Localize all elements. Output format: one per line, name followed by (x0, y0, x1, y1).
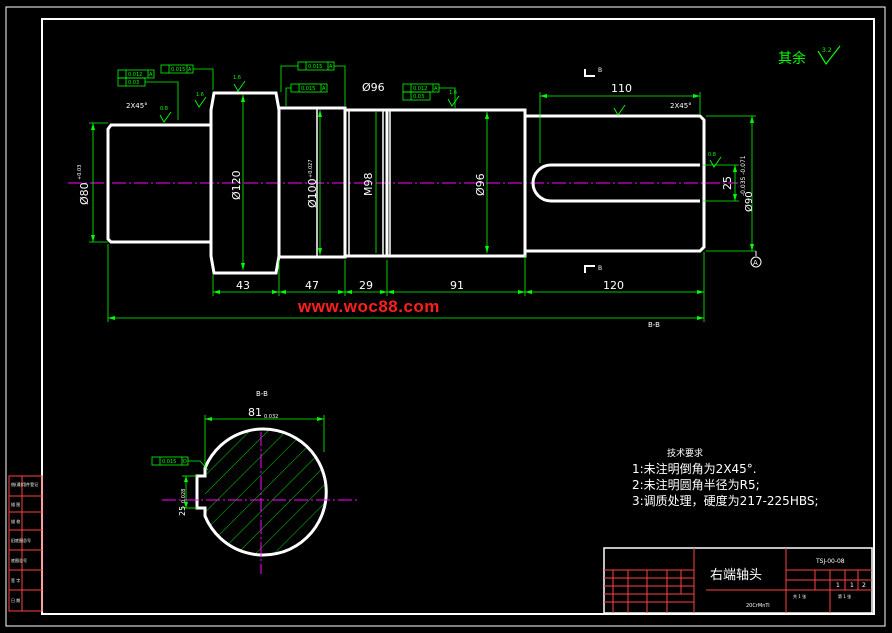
gdt-8-val: 0.015 (162, 459, 176, 465)
datum-letter: A (753, 259, 758, 267)
dim-d-mid-top: Ø96 (362, 81, 385, 94)
gdt-1-val: 0.012 (128, 72, 142, 78)
dim-d-bearing: Ø100 (306, 178, 319, 208)
gdt-3-val: 0.03 (128, 80, 139, 86)
dim-d-right: Ø90 (743, 191, 755, 212)
strip-label-1: 借(通)用件登记 (11, 481, 38, 487)
tb-sheet-index: 第 1 张 (838, 593, 851, 599)
dim-l5: 120 (603, 279, 624, 292)
section-dim-arrows (184, 417, 324, 508)
shaft-internal-edges (316, 108, 391, 257)
gdt-7-val: 0.03 (413, 94, 424, 100)
section-view (162, 427, 357, 574)
tol-d-right: -0.035 -0.071 (740, 155, 747, 196)
gdt-4-val: 0.015 (308, 64, 322, 70)
dimension-texts: 43 47 29 91 120 110 Ø80 +0.03 Ø120 Ø100 … (77, 81, 755, 292)
strip-label-2: 描 图 (11, 501, 20, 507)
drawing-number: TSJ-00-08 (815, 558, 845, 565)
outer-frame (5, 6, 886, 627)
dimension-lines (89, 92, 756, 322)
gdt-values: 0.012 A 0.015 A 0.03 0.015 A 0.015 A 0.0… (128, 64, 438, 465)
gdt-5-val: 0.015 (301, 86, 315, 92)
tech-requirements: 技术要求 1:未注明倒角为2X45°. 2:未注明圆角半径为R5; 3:调质处理… (632, 447, 819, 508)
ra-value-a: 0.8 (160, 106, 168, 112)
shaft-outline (106, 91, 706, 275)
dim-d-thread: M98 (362, 173, 375, 197)
part-title: 右端轴头 (710, 568, 762, 583)
section-markers (584, 69, 595, 273)
section-marker-top: B (598, 67, 602, 74)
gdt-4-ref: A (329, 64, 333, 70)
section-cut-label: B-B (648, 321, 660, 329)
ra-value-c: 1.6 (233, 75, 241, 81)
gdt-6-val: 0.012 (413, 86, 427, 92)
section-title: B-B (256, 390, 268, 398)
section-width: 81 (248, 406, 262, 419)
strip-label-3: 描 校 (11, 518, 20, 524)
dim-l2: 47 (305, 279, 319, 292)
gdt-1-ref: A (149, 72, 153, 78)
roughness-note-value: 3.2 (822, 47, 832, 54)
tech-item-3: 3:调质处理，硬度为217-225HBS; (632, 493, 819, 508)
tol-d-bearing: +0.027 (308, 159, 314, 178)
roughness-symbols (159, 80, 722, 168)
section-outline (195, 427, 328, 557)
section-depth: 25 (178, 506, 187, 516)
tol-d-left: +0.03 (77, 165, 83, 180)
tb-number-3: 2 (862, 582, 866, 589)
tech-heading: 技术要求 (667, 447, 703, 459)
gdt-8-ref: D (183, 459, 187, 465)
dim-l3: 29 (359, 279, 373, 292)
dim-l1: 43 (236, 279, 250, 292)
roughness-note-label: 其余 (778, 50, 806, 67)
gdt-2-val: 0.015 (171, 67, 185, 73)
material-name: 20CrMnTi (746, 603, 770, 609)
strip-label-5: 底图总号 (11, 557, 27, 563)
strip-label-6: 签 字 (11, 577, 20, 583)
ra-value-e: 0.8 (708, 152, 716, 158)
tb-number-1: 1 (836, 582, 840, 589)
strip-label-4: 旧底图总号 (11, 537, 31, 543)
chamfer-left: 2X45° (126, 102, 148, 110)
dimension-arrows (91, 94, 754, 320)
dim-d-body: Ø96 (474, 173, 487, 196)
gdt-5-ref: A (322, 86, 326, 92)
gdt-6-ref: A (434, 86, 438, 92)
tech-item-1: 1:未注明倒角为2X45°. (632, 461, 757, 476)
ra-value-d: 1.6 (449, 90, 457, 96)
roughness-values: 0.8 1.6 1.6 1.6 0.8 (160, 75, 716, 158)
dim-d-shoulder: Ø120 (230, 170, 243, 200)
general-roughness-note: 其余 3.2 (778, 45, 841, 67)
section-width-tol: 0.032 (264, 414, 278, 420)
watermark: www.woc88.com (298, 297, 440, 316)
dim-d-left: Ø80 (78, 182, 91, 205)
section-depth-tol: 0.028 (181, 489, 187, 503)
chamfer-right: 2X45° (670, 102, 692, 110)
tech-item-2: 2:未注明圆角半径为R5; (632, 477, 760, 492)
dim-key-len: 110 (611, 82, 632, 95)
dim-l4: 91 (450, 279, 464, 292)
roughness-symbol (817, 45, 841, 66)
title-block (603, 547, 873, 614)
tb-number-2: 1 (850, 582, 854, 589)
gdt-frames (117, 61, 456, 471)
ra-value-b: 1.6 (196, 92, 204, 98)
dim-key-width: 25 (721, 176, 734, 190)
tb-sheet-total: 共 1 张 (793, 593, 806, 599)
datum-symbol: A (750, 251, 762, 268)
left-strip: 借(通)用件登记 描 图 描 校 旧底图总号 底图总号 签 字 日 期 (8, 475, 43, 612)
strip-label-7: 日 期 (11, 597, 20, 603)
inner-frame (41, 18, 875, 615)
section-marker-bottom: B (598, 265, 602, 272)
keyway-slot (531, 163, 700, 203)
gdt-2-ref: A (188, 67, 192, 73)
